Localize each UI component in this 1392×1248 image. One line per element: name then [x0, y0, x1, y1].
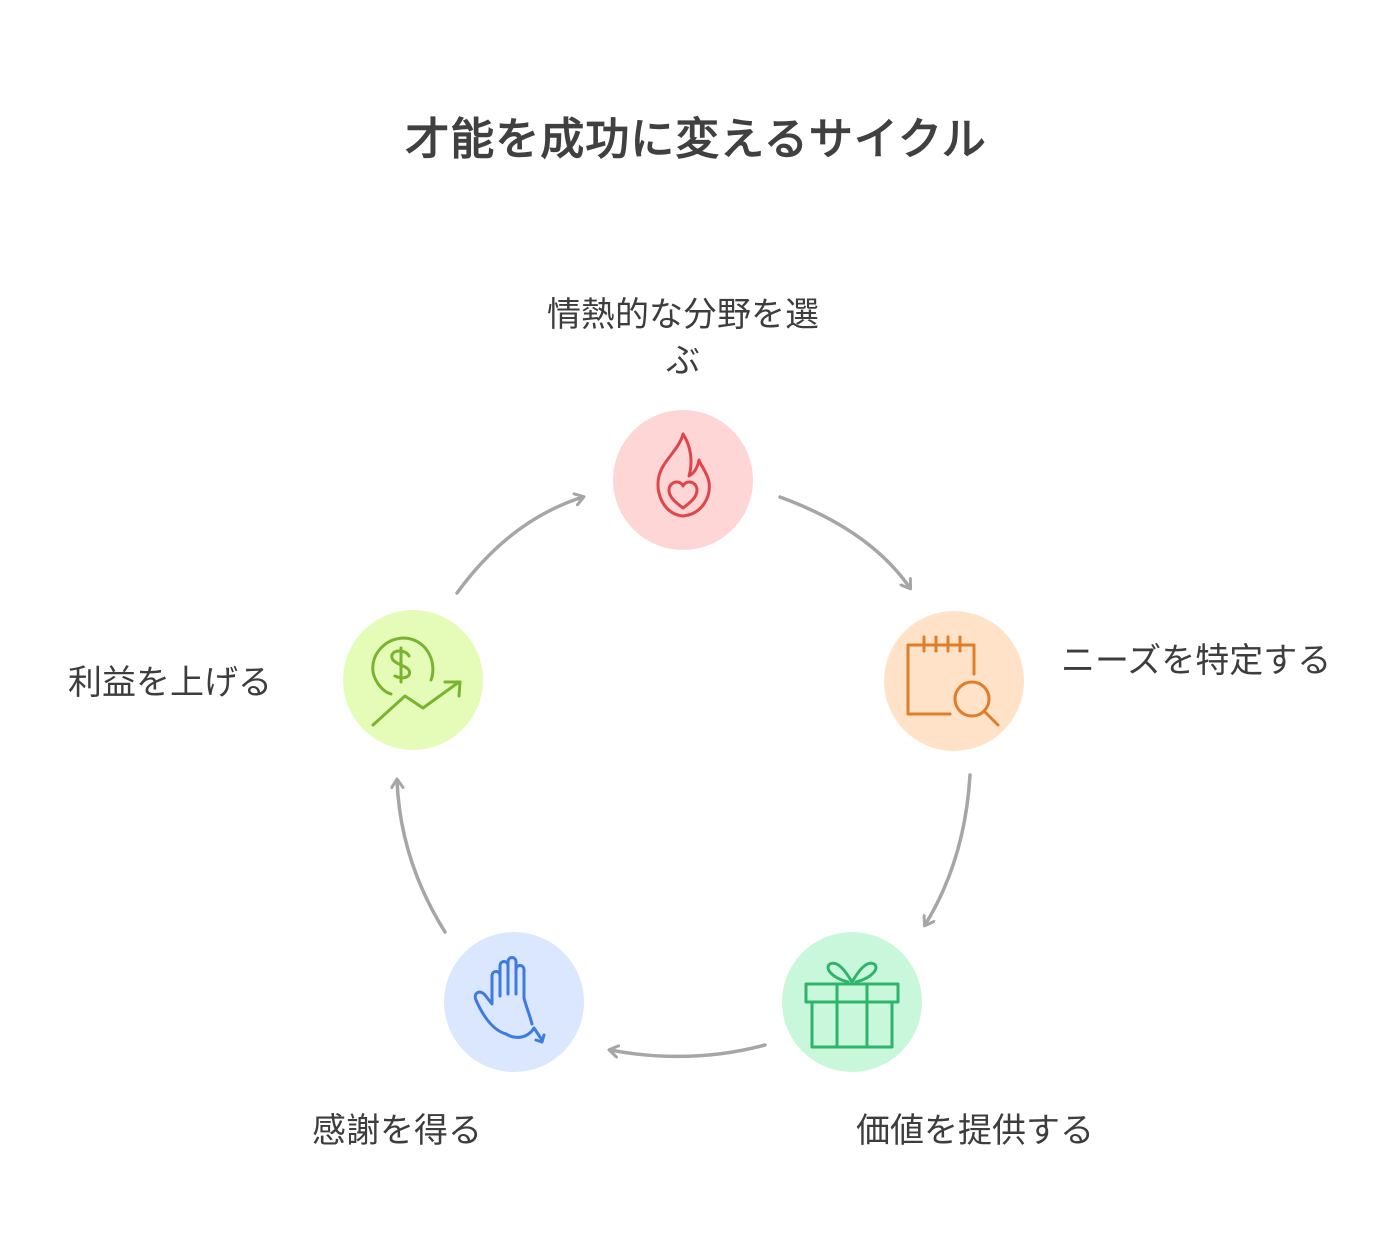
arrow-4-to-5 — [397, 780, 447, 934]
arrow-2-to-3 — [925, 773, 972, 925]
waving-hand-icon — [473, 956, 546, 1044]
gift-icon — [804, 961, 900, 1049]
node-label-receive-gratitude: 感謝を得る — [312, 1111, 482, 1151]
cycle-node-make-profit — [343, 610, 483, 750]
node-label-provide-value: 価値を提供する — [856, 1111, 1094, 1151]
node-label-identify-needs: ニーズを特定する — [1061, 641, 1332, 681]
flame-heart-icon — [656, 432, 711, 518]
arrow-5-to-1 — [455, 497, 583, 595]
node-label-make-profit: 利益を上げる — [68, 663, 272, 703]
page-title: 才能を成功に変えるサイクル — [405, 114, 987, 165]
cycle-node-choose-passion — [613, 410, 753, 550]
dollar-growth-icon — [371, 636, 462, 727]
calendar-search-icon — [906, 635, 1000, 727]
arrow-3-to-4 — [610, 1043, 767, 1056]
arrow-1-to-2 — [778, 495, 910, 588]
cycle-node-receive-gratitude — [444, 932, 584, 1072]
node-label-choose-passion: 情熱的な分野を選ぶ — [547, 295, 819, 381]
cycle-node-identify-needs — [884, 611, 1024, 751]
cycle-node-provide-value — [782, 932, 922, 1072]
